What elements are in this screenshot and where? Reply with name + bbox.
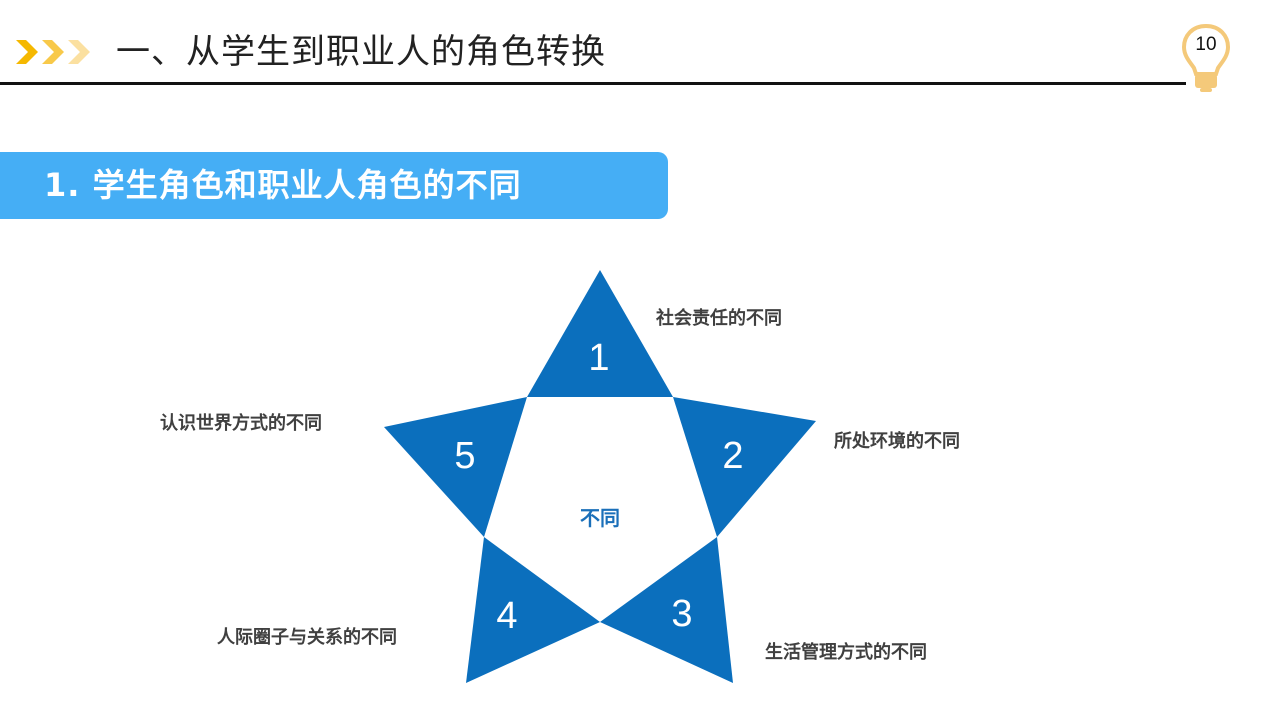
section-banner: 1. 学生角色和职业人角色的不同 (0, 152, 668, 219)
slide-header: 一、从学生到职业人的角色转换 10 (0, 0, 1280, 100)
star-point-3 (600, 537, 733, 683)
lightbulb-icon (1181, 23, 1231, 92)
star-number-2: 2 (722, 435, 744, 477)
header-divider (0, 82, 1186, 85)
star-point-5 (384, 397, 527, 537)
star-number-3: 3 (671, 593, 693, 635)
point-label-5: 认识世界方式的不同 (160, 413, 322, 434)
point-label-3: 生活管理方式的不同 (765, 642, 927, 663)
star-number-1: 1 (588, 337, 610, 379)
star-number-4: 4 (496, 595, 518, 637)
point-label-4: 人际圈子与关系的不同 (217, 627, 397, 648)
star-point-4 (466, 537, 600, 683)
star-number-5: 5 (454, 435, 476, 477)
point-label-2: 所处环境的不同 (834, 431, 960, 452)
slide-title: 一、从学生到职业人的角色转换 (116, 32, 606, 72)
point-label-1: 社会责任的不同 (656, 308, 782, 329)
page-number: 10 (1195, 34, 1217, 55)
star-point-2 (673, 397, 816, 537)
star-center-label: 不同 (580, 506, 620, 530)
section-title: 1. 学生角色和职业人角色的不同 (44, 166, 522, 204)
chevrons-icon (16, 40, 90, 64)
star-point-1 (527, 270, 673, 397)
